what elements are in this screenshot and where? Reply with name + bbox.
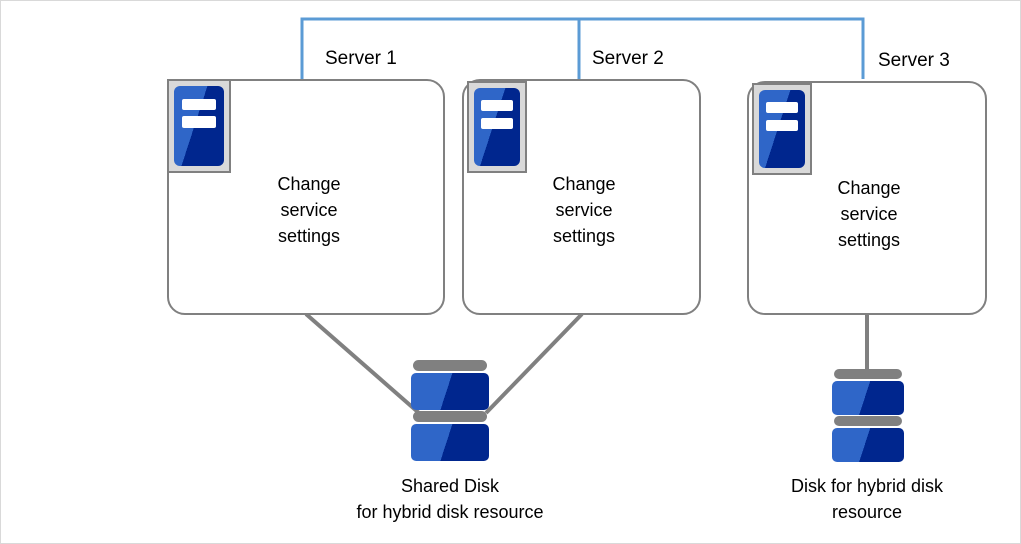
disk-platter-lower: [832, 428, 904, 462]
server-icon: [752, 83, 812, 175]
server-icon: [167, 79, 231, 173]
disk-platter-upper: [832, 381, 904, 415]
connector-server1-to-shared-disk: [304, 312, 421, 415]
network-interconnect-line: [300, 17, 865, 79]
shared-disk-caption: Shared Disk for hybrid disk resource: [356, 476, 544, 522]
disk-platter-upper: [411, 373, 489, 410]
server-icon-bar-bottom: [481, 117, 513, 129]
shared-disk-icon[interactable]: [411, 360, 489, 461]
server-icon: [467, 81, 527, 173]
disk-rim-middle: [834, 416, 902, 426]
server-icon-bar-top: [182, 98, 216, 110]
server-icon-bar-top: [766, 102, 798, 114]
server-icon-bar-bottom: [182, 116, 216, 128]
disk-rim-top: [413, 360, 487, 371]
server-chip-graphic: [474, 88, 520, 166]
disk-platter-lower: [411, 424, 489, 461]
server-chip-graphic: [759, 90, 805, 168]
server-2-body-text: Change service settings: [552, 174, 616, 246]
hybrid-disk-caption: Disk for hybrid disk resource: [790, 476, 944, 522]
server-icon-bar-bottom: [766, 119, 798, 131]
connector-server2-to-shared-disk: [484, 312, 584, 415]
disk-rim-middle: [413, 411, 487, 422]
server-3-body-text: Change service settings: [837, 178, 901, 250]
server-1-label: Server 1: [325, 48, 397, 69]
server-1-body-text: Change service settings: [277, 174, 341, 246]
server-3-label: Server 3: [878, 50, 950, 71]
server-2-label: Server 2: [592, 48, 664, 69]
server-chip-graphic: [174, 86, 224, 166]
disk-rim-top: [834, 369, 902, 379]
server-icon-bar-top: [481, 100, 513, 112]
hybrid-disk-icon[interactable]: [832, 369, 904, 462]
